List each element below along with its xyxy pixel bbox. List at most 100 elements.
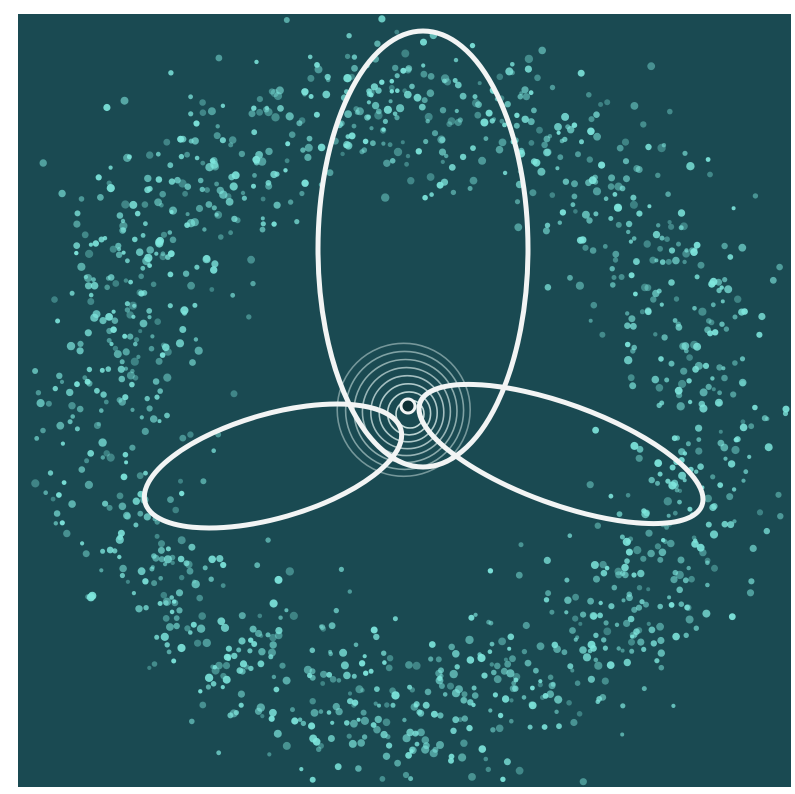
particle-dot	[410, 687, 415, 692]
particle-dot	[741, 479, 745, 483]
particle-dot	[716, 288, 721, 293]
particle-dot	[428, 656, 433, 661]
particle-dot	[67, 342, 75, 350]
particle-dot	[655, 481, 660, 486]
particle-dot	[129, 201, 137, 209]
particle-dot	[671, 704, 675, 708]
particle-dot	[202, 227, 206, 231]
particle-dot	[721, 366, 725, 370]
particle-dot	[522, 695, 527, 700]
particle-dot	[212, 205, 217, 210]
particle-dot	[373, 634, 379, 640]
particle-dot	[550, 85, 555, 90]
particle-dot	[146, 308, 152, 314]
particle-dot	[683, 478, 687, 482]
particle-dot	[462, 715, 468, 721]
particle-dot	[250, 281, 255, 286]
particle-dot	[599, 694, 606, 701]
particle-dot	[608, 603, 614, 609]
particle-dot	[572, 594, 579, 601]
particle-dot	[155, 534, 160, 539]
particle-dot	[60, 380, 64, 384]
particle-dot	[296, 120, 302, 126]
particle-dot	[238, 691, 245, 698]
particle-dot	[109, 166, 113, 170]
particle-dot	[203, 565, 208, 570]
particle-dot	[628, 639, 635, 646]
particle-dot	[653, 332, 657, 336]
particle-dot	[335, 763, 342, 770]
particle-dot	[710, 376, 714, 380]
particle-dot	[107, 181, 112, 186]
particle-dot	[258, 660, 265, 667]
particle-dot	[783, 411, 788, 416]
particle-dot	[187, 568, 194, 575]
particle-dot	[481, 673, 487, 679]
particle-dot	[529, 702, 537, 710]
particle-dot	[580, 778, 587, 785]
particle-dot	[654, 459, 662, 467]
particle-dot	[593, 633, 598, 638]
particle-dot	[703, 363, 709, 369]
particle-dot	[347, 734, 352, 739]
particle-dot	[770, 277, 777, 284]
particle-dot	[583, 653, 591, 661]
particle-dot	[231, 390, 238, 397]
particle-dot	[637, 639, 644, 646]
particle-dot	[693, 539, 697, 543]
particle-dot	[178, 556, 185, 563]
particle-dot	[260, 714, 264, 718]
particle-dot	[124, 278, 128, 282]
particle-dot	[460, 740, 467, 747]
particle-dot	[591, 302, 598, 309]
particle-dot	[450, 670, 458, 678]
particle-dot	[378, 15, 385, 22]
particle-dot	[375, 716, 382, 723]
particle-dot	[620, 535, 625, 540]
particle-dot	[286, 567, 294, 575]
particle-dot	[374, 686, 380, 692]
particle-dot	[290, 612, 298, 620]
particle-dot	[685, 604, 692, 611]
particle-dot	[640, 121, 646, 127]
particle-dot	[478, 81, 482, 85]
particle-dot	[172, 507, 179, 514]
particle-dot	[629, 382, 636, 389]
particle-dot	[386, 743, 392, 749]
particle-dot	[344, 720, 350, 726]
particle-dot	[516, 767, 524, 775]
particle-dot	[314, 112, 320, 118]
particle-dot	[548, 675, 554, 681]
particle-dot	[490, 118, 495, 123]
particle-dot	[200, 478, 206, 484]
particle-dot	[570, 719, 577, 726]
particle-dot	[554, 696, 562, 704]
particle-dot	[31, 479, 39, 487]
particle-dot	[345, 54, 350, 59]
particle-dot	[706, 157, 711, 162]
particle-dot	[203, 639, 211, 647]
particle-dot	[135, 605, 142, 612]
particle-dot	[110, 246, 117, 253]
particle-dot	[547, 690, 555, 698]
particle-dot	[625, 311, 629, 315]
particle-dot	[363, 671, 368, 676]
particle-dot	[347, 698, 353, 704]
particle-dot	[491, 670, 497, 676]
particle-dot	[641, 647, 646, 652]
particle-dot	[474, 112, 481, 119]
particle-dot	[604, 196, 609, 201]
particle-dot	[268, 654, 273, 659]
particle-dot	[602, 678, 609, 685]
particle-dot	[432, 130, 438, 136]
particle-dot	[740, 356, 745, 361]
particle-dot	[706, 318, 712, 324]
particle-dot	[514, 678, 519, 683]
particle-dot	[74, 381, 80, 387]
particle-dot	[669, 602, 675, 608]
particle-dot	[380, 776, 386, 782]
particle-dot	[84, 275, 88, 279]
particle-dot	[777, 513, 783, 519]
particle-dot	[712, 329, 718, 335]
particle-dot	[99, 408, 104, 413]
